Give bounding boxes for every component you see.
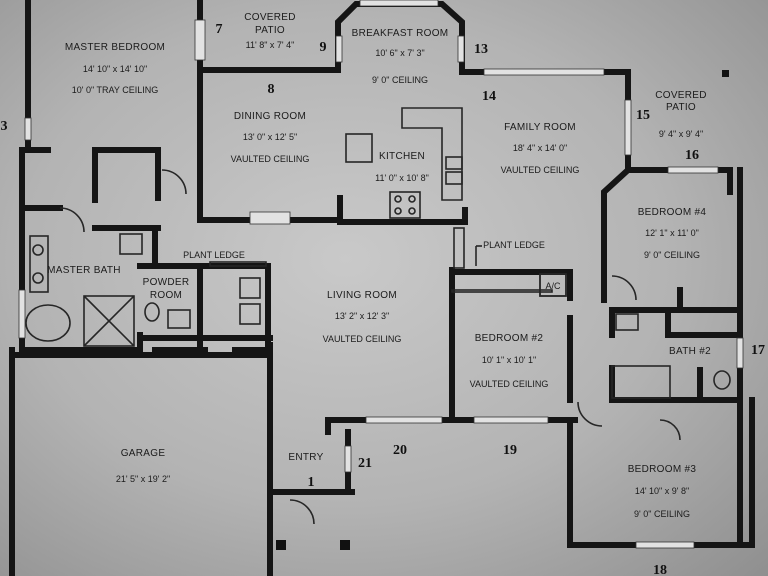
fixtures — [25, 107, 731, 399]
covered-patio-left-name2: PATIO — [255, 25, 285, 36]
family-room-label: FAMILY ROOM 18' 4" x 14' 0" VAULTED CEIL… — [501, 122, 580, 175]
bedroom-2-ceiling: VAULTED CEILING — [470, 379, 549, 389]
garage-name: GARAGE — [121, 448, 166, 459]
dining-room-name: DINING ROOM — [234, 111, 306, 122]
plant-ledge-right-text: PLANT LEDGE — [483, 240, 545, 250]
breakfast-room-name: BREAKFAST ROOM — [352, 28, 449, 39]
marker-15: 15 — [636, 108, 650, 123]
living-room-name: LIVING ROOM — [327, 290, 397, 301]
marker-8: 8 — [268, 82, 275, 97]
master-bedroom-dims: 14' 10" x 14' 10" — [83, 64, 147, 74]
garage-dims: 21' 5" x 19' 2" — [116, 474, 170, 484]
door-swings — [59, 169, 681, 525]
marker-20: 20 — [393, 443, 407, 458]
bedroom-2-label: BEDROOM #2 10' 1" x 10' 1" VAULTED CEILI… — [470, 333, 549, 389]
powder-room-name: POWDER — [143, 277, 190, 288]
master-bedroom-label: MASTER BEDROOM 14' 10" x 14' 10" 10' 0" … — [65, 42, 165, 95]
bedroom-4-name: BEDROOM #4 — [638, 207, 707, 218]
windows — [18, 0, 744, 549]
bedroom-3-label: BEDROOM #3 14' 10" x 9' 8" 9' 0" CEILING — [628, 464, 697, 519]
family-room-dims: 18' 4" x 14' 0" — [513, 143, 567, 153]
kitchen-label: KITCHEN 11' 0" x 10' 8" — [375, 151, 429, 183]
bedroom-3-name: BEDROOM #3 — [628, 464, 697, 475]
bath-2-name: BATH #2 — [669, 346, 711, 357]
bedroom-4-ceiling: 9' 0" CEILING — [644, 250, 700, 260]
covered-patio-left-dims: 11' 8" x 7' 4" — [246, 40, 295, 50]
plant-ledge-left: PLANT LEDGE — [183, 250, 245, 260]
master-bedroom-ceiling: 10' 0" TRAY CEILING — [72, 85, 158, 95]
bedroom-4-dims: 12' 1" x 11' 0" — [645, 228, 699, 238]
posts — [276, 70, 729, 550]
covered-patio-right-label: COVERED PATIO 9' 4" x 9' 4" — [655, 90, 707, 139]
bath-2-label: BATH #2 — [669, 346, 711, 357]
dining-room-ceiling: VAULTED CEILING — [231, 154, 310, 164]
marker-1: 1 — [308, 475, 315, 490]
marker-16: 16 — [685, 148, 699, 163]
kitchen-dims: 11' 0" x 10' 8" — [375, 173, 429, 183]
marker-3: 3 — [1, 119, 8, 134]
bedroom-2-dims: 10' 1" x 10' 1" — [482, 355, 536, 365]
covered-patio-right-name2: PATIO — [666, 102, 696, 113]
entry-label: ENTRY — [288, 452, 323, 463]
entry-name: ENTRY — [288, 452, 323, 463]
living-room-ceiling: VAULTED CEILING — [323, 334, 402, 344]
marker-17: 17 — [751, 343, 765, 358]
bedroom-2-name: BEDROOM #2 — [475, 333, 544, 344]
marker-14: 14 — [482, 89, 496, 104]
powder-room-label: POWDER ROOM — [143, 277, 190, 301]
ac-unit: A/C — [539, 273, 567, 297]
living-room-label: LIVING ROOM 13' 2" x 12' 3" VAULTED CEIL… — [323, 290, 402, 344]
family-room-ceiling: VAULTED CEILING — [501, 165, 580, 175]
kitchen-name: KITCHEN — [379, 151, 425, 162]
master-bedroom-name: MASTER BEDROOM — [65, 42, 165, 53]
dining-room-label: DINING ROOM 13' 0" x 12' 5" VAULTED CEIL… — [231, 111, 310, 164]
marker-18: 18 — [653, 563, 667, 576]
covered-patio-right-name: COVERED — [655, 90, 707, 101]
powder-room-name2: ROOM — [150, 290, 182, 301]
bedroom-3-dims: 14' 10" x 9' 8" — [635, 486, 689, 496]
ac-text: A/C — [545, 281, 561, 291]
covered-patio-right-dims: 9' 4" x 9' 4" — [659, 129, 703, 139]
photo-markers: 1 3 7 8 9 13 14 15 16 17 18 19 20 21 — [1, 22, 766, 576]
ac-box — [539, 273, 567, 297]
marker-19: 19 — [503, 443, 517, 458]
covered-patio-left-label: COVERED PATIO 11' 8" x 7' 4" — [244, 12, 296, 50]
garage-label: GARAGE 21' 5" x 19' 2" — [116, 448, 170, 484]
master-bath-name: MASTER BATH — [47, 265, 121, 276]
family-room-name: FAMILY ROOM — [504, 122, 576, 133]
bedroom-3-ceiling: 9' 0" CEILING — [634, 509, 690, 519]
master-bath-label: MASTER BATH — [47, 265, 121, 276]
marker-21: 21 — [358, 456, 372, 471]
breakfast-room-label: BREAKFAST ROOM 10' 6" x 7' 3" 9' 0" CEIL… — [352, 28, 449, 85]
marker-9: 9 — [320, 40, 327, 55]
living-room-dims: 13' 2" x 12' 3" — [335, 311, 389, 321]
plant-ledge-left-text: PLANT LEDGE — [183, 250, 245, 260]
marker-13: 13 — [474, 42, 488, 57]
breakfast-room-ceiling: 9' 0" CEILING — [372, 75, 428, 85]
marker-7: 7 — [216, 22, 223, 37]
plant-ledge-right: PLANT LEDGE — [475, 240, 545, 266]
breakfast-room-dims: 10' 6" x 7' 3" — [375, 48, 424, 58]
dining-room-dims: 13' 0" x 12' 5" — [243, 132, 297, 142]
bedroom-4-label: BEDROOM #4 12' 1" x 11' 0" 9' 0" CEILING — [638, 207, 707, 260]
interior-walls — [9, 67, 741, 421]
covered-patio-left-name: COVERED — [244, 12, 296, 23]
